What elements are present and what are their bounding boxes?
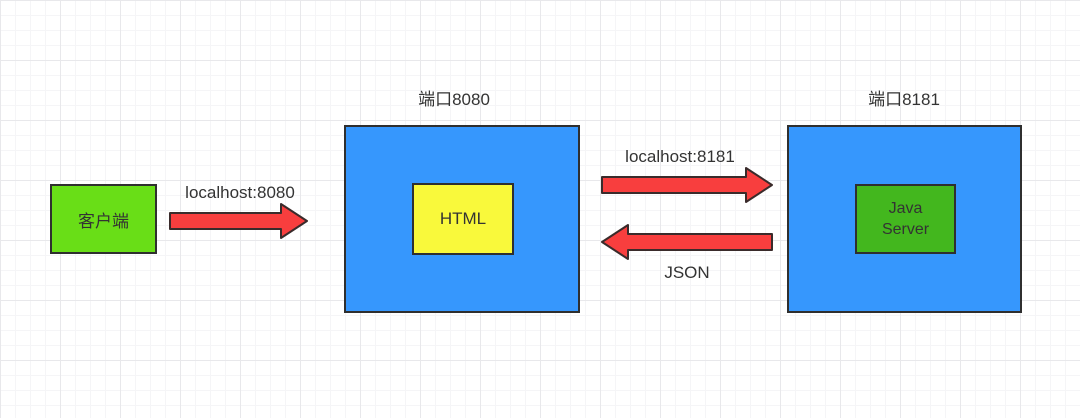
arrow-backend-to-frontend xyxy=(601,224,773,260)
right-arrow-icon xyxy=(601,167,773,203)
java-server-inner-node-label: Java Server xyxy=(881,200,930,238)
client-node-label: 客户端 xyxy=(78,211,129,231)
frontend-node-title: 端口8080 xyxy=(418,90,490,109)
html-inner-node-label: HTML xyxy=(439,209,487,228)
backend-node-title: 端口8181 xyxy=(868,90,940,109)
arrow-label-localhost-8181: localhost:8181 xyxy=(625,147,735,166)
right-arrow-icon xyxy=(169,203,308,239)
html-inner-node: HTML xyxy=(412,183,514,255)
left-arrow-icon xyxy=(601,224,773,260)
arrow-label-localhost-8080: localhost:8080 xyxy=(185,183,295,202)
client-node: 客户端 xyxy=(50,184,157,254)
arrow-frontend-to-backend xyxy=(601,167,773,203)
arrow-client-to-frontend xyxy=(169,203,308,239)
arrow-label-json: JSON xyxy=(664,263,710,282)
java-server-inner-node: Java Server xyxy=(855,184,956,254)
